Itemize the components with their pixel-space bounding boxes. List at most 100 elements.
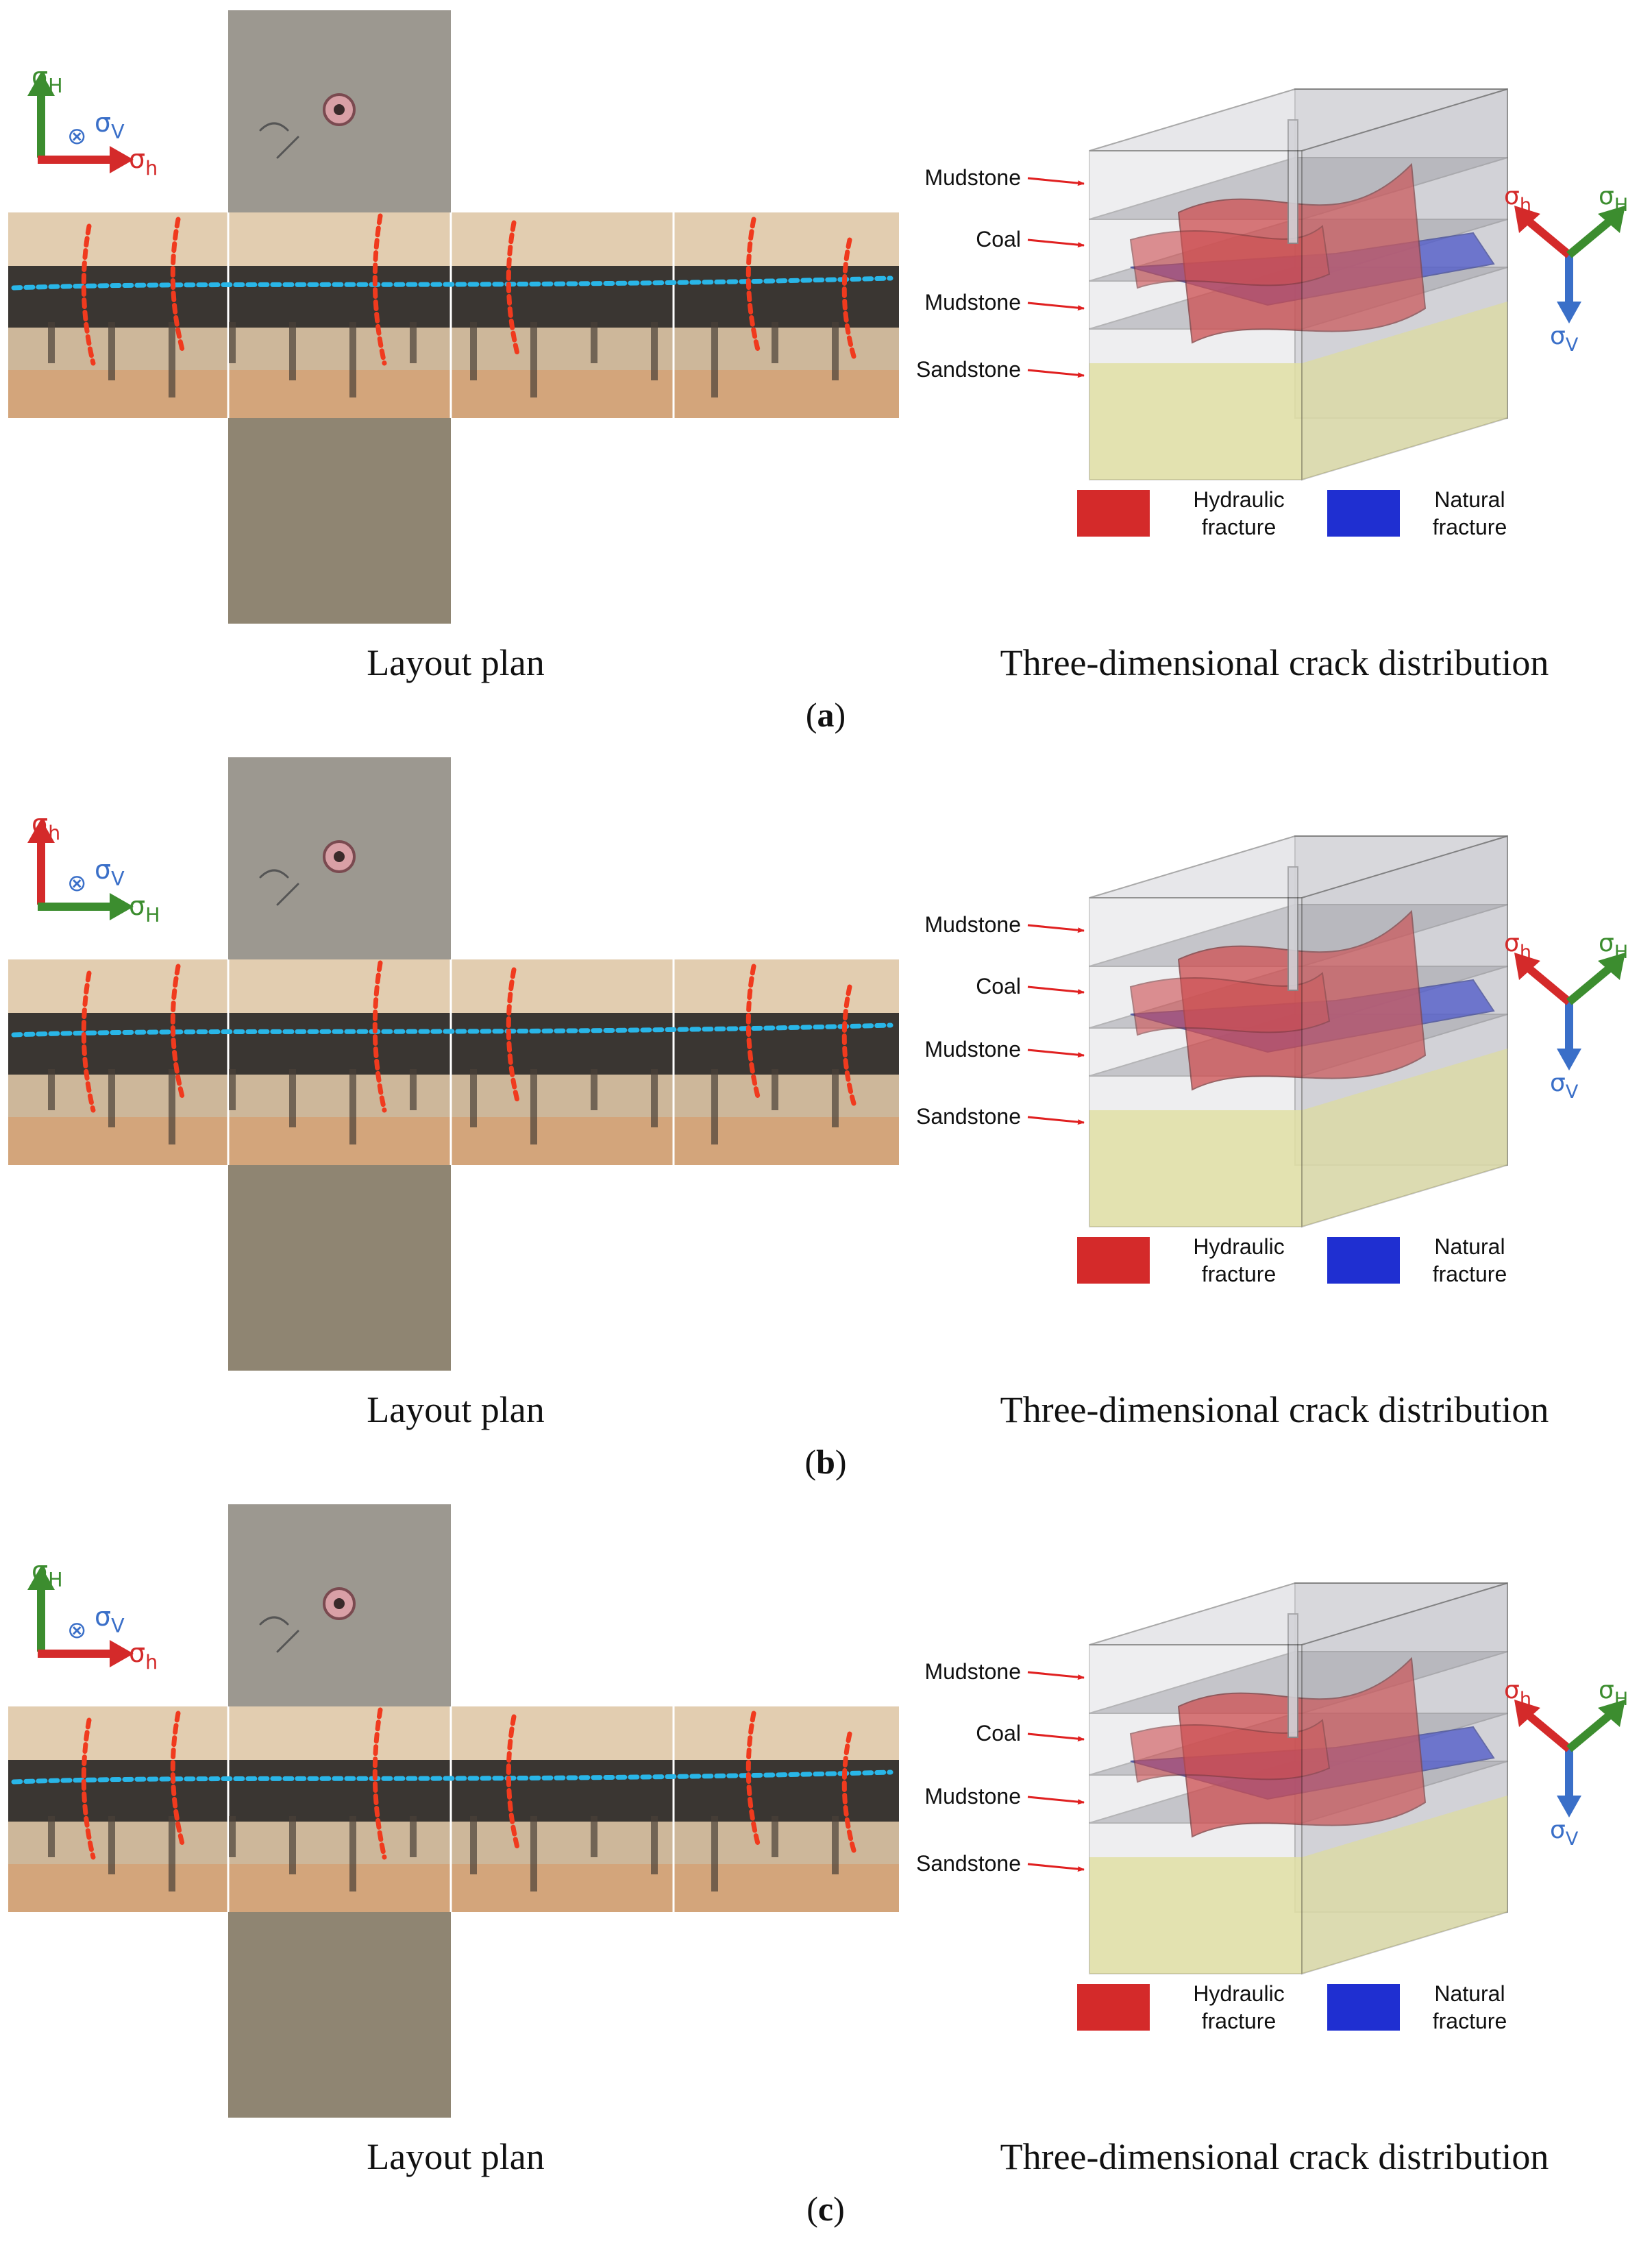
- fluid-stain: [289, 1816, 296, 1874]
- hydraulic-fracture-trace-1: [170, 1711, 185, 1846]
- layout-plan: [8, 1504, 899, 2118]
- legend-hydraulic-label-line1: Hydraulic: [1193, 487, 1284, 512]
- vertical-stress-arrowhead: [27, 1566, 55, 1590]
- lower-mudstone-band: [8, 328, 899, 370]
- sigma-h-label: σh: [1504, 929, 1531, 963]
- caption-layout-plan: Layout plan: [367, 642, 544, 683]
- cube-layer-label-0: Mudstone: [924, 912, 1021, 937]
- layout-plan: [8, 757, 899, 1371]
- cube-layer-label-2: Mudstone: [924, 1037, 1021, 1062]
- fluid-stain: [108, 1816, 115, 1874]
- legend-hydraulic-label-line1: Hydraulic: [1193, 1234, 1284, 1259]
- fluid-stain: [772, 1816, 778, 1857]
- fluid-stain: [832, 1816, 839, 1874]
- fluid-stain: [591, 1816, 597, 1857]
- fluid-stain: [410, 322, 417, 363]
- sigma-h-arrowhead: [1514, 953, 1540, 980]
- hydraulic-fracture-trace-5: [841, 237, 856, 359]
- sigma-H-label: σH: [1599, 929, 1628, 963]
- legend-hydraulic-swatch: [1077, 1984, 1150, 2031]
- sandstone-band: [8, 370, 899, 418]
- panel-label: (b): [804, 1443, 846, 1481]
- sigma-H-arrowhead: [1598, 953, 1625, 980]
- fluid-stain: [229, 322, 236, 363]
- vertical-out-of-plane-stress-label: σV: [95, 108, 125, 143]
- cube-side-face: [1301, 835, 1508, 1228]
- natural-fracture-trace: [11, 275, 893, 291]
- fluid-stain: [772, 322, 778, 363]
- cube-layer-label-3: Sandstone: [916, 1851, 1021, 1876]
- hydraulic-fracture-trace-3: [506, 1714, 521, 1853]
- hydraulic-fracture-trace-5: [841, 1731, 856, 1853]
- fluid-stain: [410, 1069, 417, 1110]
- fluid-stain: [108, 1069, 115, 1127]
- hydraulic-fracture-trace-4: [745, 1711, 761, 1846]
- cube-top-face: [1089, 88, 1508, 151]
- fluid-stain: [470, 1816, 477, 1874]
- natural-fracture-trace: [11, 1769, 893, 1785]
- coal-band: [8, 1760, 899, 1822]
- cube-layer-arrow-2: [1027, 1049, 1085, 1058]
- top-face-markings: [259, 1616, 299, 1653]
- horizontal-stress-label: σh: [129, 1638, 158, 1674]
- caption-crack-distribution: Three-dimensional crack distribution: [1000, 2136, 1549, 2177]
- cube-side-face: [1301, 88, 1508, 481]
- top-face-markings: [259, 869, 299, 906]
- sandstone-volume: [1089, 302, 1507, 480]
- sigma-H-label: σH: [1599, 1676, 1628, 1710]
- vertical-out-of-plane-stress-label: σV: [95, 855, 125, 890]
- cube-layer-label-1: Coal: [976, 227, 1021, 252]
- legend-natural-swatch: [1327, 490, 1400, 537]
- fluid-stain: [530, 1069, 537, 1144]
- legend-natural-label-line1: Natural: [1434, 1981, 1505, 2006]
- cube-layer-arrow-3: [1027, 369, 1085, 378]
- fluid-stain: [591, 322, 597, 363]
- legend-natural-swatch: [1327, 1237, 1400, 1284]
- cube-layer-arrow-1: [1027, 238, 1085, 248]
- upper-mudstone-band: [8, 959, 899, 1018]
- horizontal-stress-arrowhead: [110, 146, 134, 173]
- sigma-v-label: σV: [1550, 1816, 1579, 1850]
- cube-top-face: [1089, 835, 1508, 898]
- hydraulic-fracture-trace-2: [372, 1707, 387, 1860]
- hydraulic-fracture-trace-0: [81, 1717, 96, 1860]
- fluid-stain: [470, 1069, 477, 1127]
- vertical-stress-label: σH: [32, 62, 63, 97]
- sandstone-volume: [1089, 1049, 1507, 1227]
- fluid-stain: [289, 322, 296, 380]
- hydraulic-fracture-trace-2: [372, 213, 387, 366]
- fluid-stain: [772, 1069, 778, 1110]
- hydraulic-fracture-trace-4: [745, 964, 761, 1099]
- cube-layer-arrow-2: [1027, 302, 1085, 311]
- captions: Layout plan Three-dimensional crack distr…: [367, 2136, 1549, 2228]
- bottom-face: [228, 418, 451, 624]
- legend-hydraulic-label-line2: fracture: [1202, 2009, 1276, 2033]
- panel-label: (a): [806, 696, 846, 734]
- cube-layer-label-2: Mudstone: [924, 1784, 1021, 1809]
- cube-layer-arrow-1: [1027, 1732, 1085, 1742]
- fluid-stain: [711, 1069, 718, 1144]
- fluid-stain: [48, 1069, 55, 1110]
- cube-side-face: [1301, 1582, 1508, 1975]
- caption-layout-plan: Layout plan: [367, 2136, 544, 2177]
- lower-mudstone-band: [8, 1075, 899, 1117]
- hydraulic-fracture-trace-5: [841, 984, 856, 1106]
- hydraulic-fracture-surface-2: [1129, 225, 1331, 289]
- fluid-stain: [48, 1816, 55, 1857]
- fluid-stain: [832, 322, 839, 380]
- fluid-stain: [48, 322, 55, 363]
- legend-natural-swatch: [1327, 1984, 1400, 2031]
- into-page-symbol: ⊗: [67, 123, 87, 150]
- bottom-face: [228, 1912, 451, 2118]
- fluid-stain: [651, 322, 658, 380]
- sigma-H-arrow-shaft: [1566, 964, 1613, 1005]
- sigma-H-arrowhead: [1598, 1700, 1625, 1727]
